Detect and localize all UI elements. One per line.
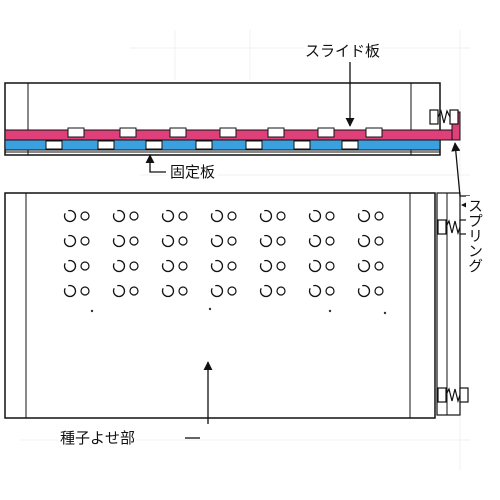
seed-hole-large — [259, 234, 273, 248]
spring-coil — [437, 109, 451, 124]
slide-plate-label: スライド板 — [303, 42, 383, 60]
fixed-plate-arrow — [145, 154, 166, 173]
slide-plate-holes — [67, 127, 383, 138]
spring-cap — [437, 387, 447, 403]
seed-hole-small — [227, 236, 237, 246]
seed-hole-large — [259, 209, 273, 223]
seed-hole-large — [161, 234, 175, 248]
seed-hole-small — [80, 211, 90, 221]
fixed-hole — [341, 140, 359, 150]
seed-hole-small — [325, 286, 335, 296]
bottom-frame — [4, 192, 436, 419]
slide-hole — [169, 127, 187, 138]
fixed-hole — [195, 140, 213, 150]
seed-hole-large — [161, 259, 175, 273]
seed-hole-large — [357, 284, 371, 298]
spring-cap — [429, 109, 439, 125]
spring-coil — [445, 219, 461, 236]
fixed-hole — [145, 140, 163, 150]
seed-hole-small — [129, 236, 139, 246]
seed-hole-large — [357, 259, 371, 273]
seed-hole-large — [210, 284, 224, 298]
seed-dot — [208, 307, 212, 311]
seed-hole-small — [80, 286, 90, 296]
seed-hole-small — [129, 261, 139, 271]
seed-hole-large — [259, 284, 273, 298]
seed-hole-small — [178, 286, 188, 296]
seed-hole-large — [357, 234, 371, 248]
seed-board — [4, 192, 469, 419]
seed-hole-small — [374, 261, 384, 271]
seed-hole-small — [276, 261, 286, 271]
seed-hole-small — [276, 286, 286, 296]
seed-hole-large — [161, 209, 175, 223]
slide-hole — [317, 127, 335, 138]
spring-cap — [449, 109, 459, 125]
seed-hole-small — [374, 211, 384, 221]
seed-hole-large — [308, 209, 322, 223]
spring-coil — [445, 387, 461, 404]
seed-hole-small — [227, 286, 237, 296]
seed-hole-small — [80, 236, 90, 246]
seed-dot — [90, 309, 94, 313]
seed-hole-large — [210, 259, 224, 273]
seed-hole-small — [129, 211, 139, 221]
seed-hole-large — [161, 284, 175, 298]
seed-hole-large — [63, 284, 77, 298]
seed-hole-small — [178, 211, 188, 221]
seed-hole-large — [112, 209, 126, 223]
seed-hole-large — [63, 234, 77, 248]
spring-cap — [437, 219, 447, 235]
seed-hole-grid — [63, 209, 384, 298]
seed-hole-small — [276, 211, 286, 221]
seed-hole-small — [129, 286, 139, 296]
fixed-hole — [245, 140, 263, 150]
slide-hole — [67, 127, 85, 138]
seed-hole-large — [308, 234, 322, 248]
seed-hole-large — [357, 209, 371, 223]
fixed-plate-holes — [45, 140, 359, 150]
seed-hole-large — [210, 209, 224, 223]
fixed-plate-label: 固定板 — [168, 163, 218, 181]
fixed-plate — [4, 139, 441, 151]
spring-label: スプリング — [466, 196, 484, 275]
seed-hole-large — [112, 259, 126, 273]
fixed-hole — [293, 140, 311, 150]
slide-hole — [219, 127, 237, 138]
spring-cap — [459, 387, 469, 403]
seed-hole-small — [374, 286, 384, 296]
spring-arrow-top — [451, 142, 470, 197]
seed-hole-small — [227, 211, 237, 221]
fixed-hole — [97, 140, 115, 150]
seed-hole-small — [374, 236, 384, 246]
seed-hole-large — [259, 259, 273, 273]
slide-hole — [119, 127, 137, 138]
seed-hole-large — [308, 284, 322, 298]
seed-hole-small — [325, 236, 335, 246]
seed-hole-large — [63, 259, 77, 273]
seed-dot — [383, 311, 387, 315]
seed-hole-large — [112, 284, 126, 298]
seed-hole-small — [178, 261, 188, 271]
seed-hole-small — [325, 261, 335, 271]
seed-hole-small — [80, 261, 90, 271]
seed-area-label: 種子よせ部 — [58, 429, 138, 447]
seed-hole-large — [210, 234, 224, 248]
plate-assembly — [4, 82, 461, 156]
seed-hole-large — [308, 259, 322, 273]
seed-dot — [328, 309, 332, 313]
seed-hole-small — [227, 261, 237, 271]
seed-hole-large — [63, 209, 77, 223]
slide-hole — [267, 127, 285, 138]
slide-hole — [365, 127, 383, 138]
top-spring — [429, 109, 459, 125]
seed-hole-small — [325, 211, 335, 221]
seed-hole-small — [178, 236, 188, 246]
seed-hole-large — [112, 234, 126, 248]
side-rail — [436, 192, 461, 416]
fixed-hole — [45, 140, 63, 150]
rail-spring-bottom — [437, 387, 469, 404]
seed-hole-small — [276, 236, 286, 246]
